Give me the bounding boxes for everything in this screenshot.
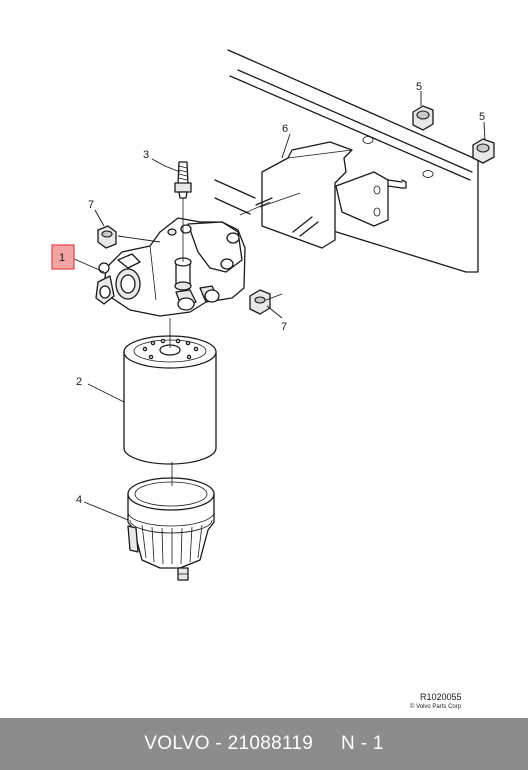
callout-3: 3 — [143, 149, 149, 161]
filter-cartridge — [123, 335, 217, 465]
part-number-footer: VOLVO - 21088119 N - 1 — [0, 718, 528, 770]
exploded-view-drawing: 1 3 7 7 5 5 6 2 4 R1020055 © Volvo Parts… — [51, 49, 495, 710]
callout-5-upper: 5 — [416, 81, 422, 93]
callout-1: 1 — [59, 252, 65, 264]
separator-bowl — [127, 477, 215, 581]
callout-7-lower: 7 — [281, 321, 287, 333]
assembly-lines — [169, 198, 184, 486]
callout-2: 2 — [76, 376, 82, 388]
nut-item-7a — [97, 225, 117, 249]
callout-5-lower: 5 — [479, 111, 485, 123]
callout-6: 6 — [282, 123, 288, 135]
leader-lines — [71, 91, 486, 521]
frame-rail — [214, 49, 479, 273]
nut-item-7b — [249, 289, 271, 315]
footer-part-number: VOLVO - 21088119 N - 1 — [144, 733, 384, 754]
callout-4: 4 — [76, 494, 82, 506]
mounting-bracket — [239, 141, 407, 249]
parts-diagram: 1 3 7 7 5 5 6 2 4 R1020055 © Volvo Parts… — [51, 49, 495, 710]
bleed-screw — [174, 161, 192, 199]
copyright-note: © Volvo Parts Corp — [410, 703, 462, 710]
filter-head — [95, 217, 246, 317]
bracket-studs — [255, 197, 319, 237]
reference-code: R1020055 — [420, 692, 462, 702]
nut-item-5b — [472, 138, 495, 164]
callout-7-upper: 7 — [88, 199, 94, 211]
nut-item-5a — [412, 105, 434, 131]
callout-1-highlight — [51, 244, 75, 270]
